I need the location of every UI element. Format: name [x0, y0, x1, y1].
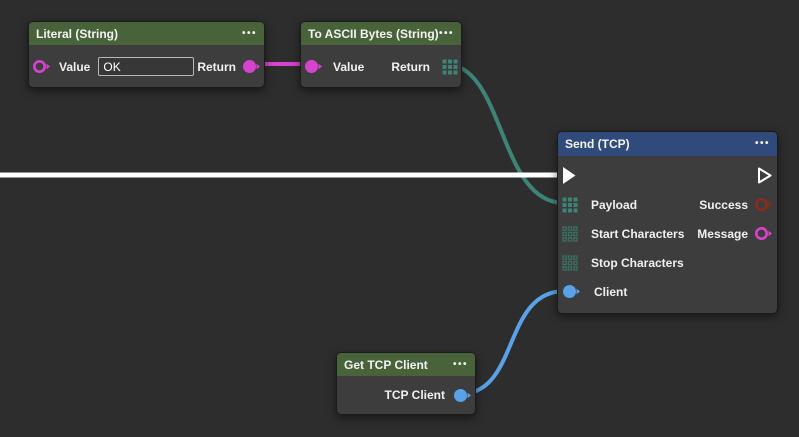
message-label: Message	[697, 226, 748, 241]
node-get-tcp-client[interactable]: Get TCP Client ••• TCP Client	[336, 352, 476, 415]
node-menu-icon[interactable]: •••	[438, 27, 454, 39]
node-send-header[interactable]: Send (TCP) •••	[558, 132, 777, 156]
value-input-port[interactable]	[32, 59, 51, 74]
flow-output-port[interactable]	[757, 166, 773, 185]
stop-characters-row: Stop Characters	[558, 248, 777, 277]
tcp-client-label: TCP Client	[384, 388, 445, 402]
node-menu-icon[interactable]: •••	[241, 27, 257, 39]
node-ascii-title: To ASCII Bytes (String)	[308, 26, 439, 41]
bytes-grid-output-port[interactable]	[442, 59, 458, 75]
payload-row: Payload Success	[558, 190, 777, 219]
client-row: Client	[558, 277, 777, 306]
flow-input-port[interactable]	[562, 166, 577, 185]
node-literal-title: Literal (String)	[36, 26, 119, 41]
success-output-port[interactable]	[754, 197, 773, 212]
value-label: Value	[333, 59, 365, 74]
success-label: Success	[699, 197, 748, 212]
node-menu-icon[interactable]: •••	[754, 138, 770, 149]
return-label: Return	[391, 59, 430, 74]
stop-characters-label: Stop Characters	[591, 255, 684, 270]
wire-ascii-return-to-payload[interactable]	[444, 62, 565, 205]
client-label: Client	[594, 284, 628, 299]
return-label: Return	[197, 59, 236, 74]
message-output-port[interactable]	[754, 226, 773, 241]
start-characters-row: Start Characters Message	[558, 219, 777, 248]
node-to-ascii-bytes[interactable]: To ASCII Bytes (String) ••• Value Return	[300, 21, 462, 88]
node-gettcp-title: Get TCP Client	[344, 357, 428, 372]
node-menu-icon[interactable]: •••	[452, 358, 468, 370]
node-ascii-header[interactable]: To ASCII Bytes (String) •••	[301, 22, 461, 45]
payload-label: Payload	[591, 197, 638, 212]
return-output-port[interactable]	[242, 59, 261, 74]
node-send-title: Send (TCP)	[565, 137, 630, 151]
client-input-port[interactable]	[562, 284, 581, 299]
node-gettcp-header[interactable]: Get TCP Client •••	[337, 353, 475, 376]
tcp-client-output-port[interactable]	[453, 388, 472, 403]
node-literal-header[interactable]: Literal (String) •••	[29, 22, 264, 45]
stop-characters-input-port[interactable]	[562, 254, 578, 271]
start-characters-label: Start Characters	[591, 226, 685, 241]
flow-row	[558, 161, 777, 190]
value-input-port[interactable]	[304, 59, 323, 74]
start-characters-input-port[interactable]	[562, 225, 578, 242]
node-send-tcp[interactable]: Send (TCP) •••	[557, 131, 778, 314]
node-literal-string[interactable]: Literal (String) ••• Value Return	[28, 21, 265, 88]
payload-input-port[interactable]	[562, 197, 578, 213]
value-label: Value	[59, 59, 91, 74]
wire-tcpclient-to-client[interactable]	[459, 289, 566, 396]
value-text-input[interactable]	[98, 57, 195, 76]
